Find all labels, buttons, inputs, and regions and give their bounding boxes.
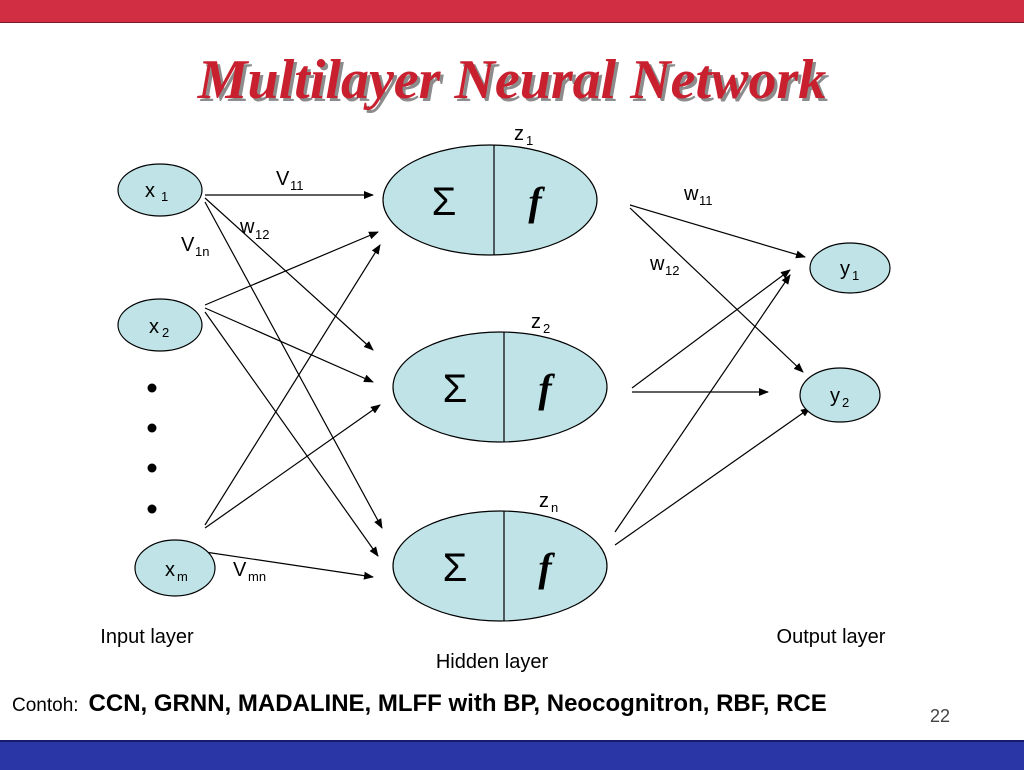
hidden-label-z1: z 1: [514, 123, 533, 148]
activation-symbol: f: [538, 545, 555, 590]
connection-line: [631, 269, 791, 389]
connection-line: [629, 207, 804, 373]
svg-text:2: 2: [842, 395, 849, 410]
svg-text:x: x: [149, 316, 159, 338]
connection-line: [204, 244, 381, 526]
output-node-y2: y 2: [799, 367, 881, 423]
hidden-label-zn: z n: [539, 490, 558, 515]
svg-text:V: V: [276, 168, 290, 190]
connection-line: [204, 197, 374, 351]
slide-number: 22: [930, 706, 951, 726]
hidden-label-z2: z 2: [531, 311, 550, 336]
input-layer-label: Input layer: [100, 626, 194, 648]
svg-text:w: w: [683, 183, 699, 205]
svg-text:x: x: [165, 559, 175, 581]
weight-label-v1n: V 1n: [181, 234, 209, 259]
svg-text:2: 2: [543, 321, 550, 336]
hidden-node-zn: Σ f: [392, 510, 608, 622]
weight-label-w12-input: w 12: [239, 216, 269, 242]
sum-symbol: Σ: [443, 546, 468, 590]
activation-symbol: f: [528, 179, 545, 224]
svg-text:n: n: [551, 500, 558, 515]
weight-label-w12-output: w 12: [649, 253, 679, 278]
svg-text:mn: mn: [248, 569, 266, 584]
svg-text:z: z: [539, 490, 549, 512]
connection-line: [204, 307, 374, 383]
connection-line: [614, 407, 811, 546]
bottom-band: [0, 740, 1024, 770]
input-node-x2: x 2: [117, 298, 203, 352]
hidden-node-z2: Σ f: [392, 331, 608, 443]
svg-text:1: 1: [161, 189, 168, 204]
svg-text:z: z: [514, 123, 524, 145]
connection-line: [614, 274, 791, 533]
svg-text:V: V: [233, 559, 247, 581]
output-layer-label: Output layer: [777, 626, 886, 648]
input-hidden-connections: [204, 191, 383, 580]
svg-text:11: 11: [290, 178, 304, 193]
svg-text:m: m: [177, 569, 188, 584]
hidden-output-connections: [614, 204, 811, 546]
svg-text:w: w: [239, 216, 255, 238]
footer-examples: Contoh: CCN, GRNN, MADALINE, MLFF with BP…: [12, 690, 1012, 718]
output-node-y1: y 1: [809, 242, 891, 294]
connection-line: [204, 231, 379, 306]
weight-label-v11: V 11: [276, 168, 304, 193]
ellipsis-dots: [147, 383, 157, 514]
connection-line: [204, 404, 381, 529]
input-node-x1: x 1: [117, 163, 203, 217]
connection-line: [204, 201, 383, 529]
connection-line: [204, 551, 374, 580]
svg-text:V: V: [181, 234, 195, 256]
top-band: [0, 0, 1024, 23]
connection-line: [204, 311, 379, 557]
svg-text:1: 1: [526, 133, 533, 148]
svg-text:y: y: [830, 385, 840, 407]
svg-text:x: x: [145, 180, 155, 202]
slide-title: Multilayer Neural Network: [197, 49, 827, 111]
sum-symbol: Σ: [443, 367, 468, 411]
svg-text:11: 11: [699, 193, 713, 208]
svg-text:2: 2: [162, 325, 169, 340]
svg-text:1n: 1n: [195, 244, 209, 259]
connection-line: [629, 204, 806, 259]
footer-list: CCN, GRNN, MADALINE, MLFF with BP, Neoco…: [88, 690, 827, 717]
hidden-layer-label: Hidden layer: [436, 651, 549, 673]
svg-text:z: z: [531, 311, 541, 333]
svg-text:1: 1: [852, 268, 859, 283]
svg-text:12: 12: [255, 227, 269, 242]
hidden-node-z1: Σ f: [382, 144, 598, 256]
svg-text:12: 12: [665, 263, 679, 278]
svg-text:y: y: [840, 258, 850, 280]
activation-symbol: f: [538, 366, 555, 411]
weight-label-vmn: V mn: [233, 559, 266, 584]
sum-symbol: Σ: [432, 180, 457, 224]
weight-label-w11: w 11: [683, 183, 713, 208]
footer-prefix: Contoh:: [12, 695, 79, 716]
svg-text:w: w: [649, 253, 665, 275]
input-node-xm: x m: [134, 539, 216, 597]
